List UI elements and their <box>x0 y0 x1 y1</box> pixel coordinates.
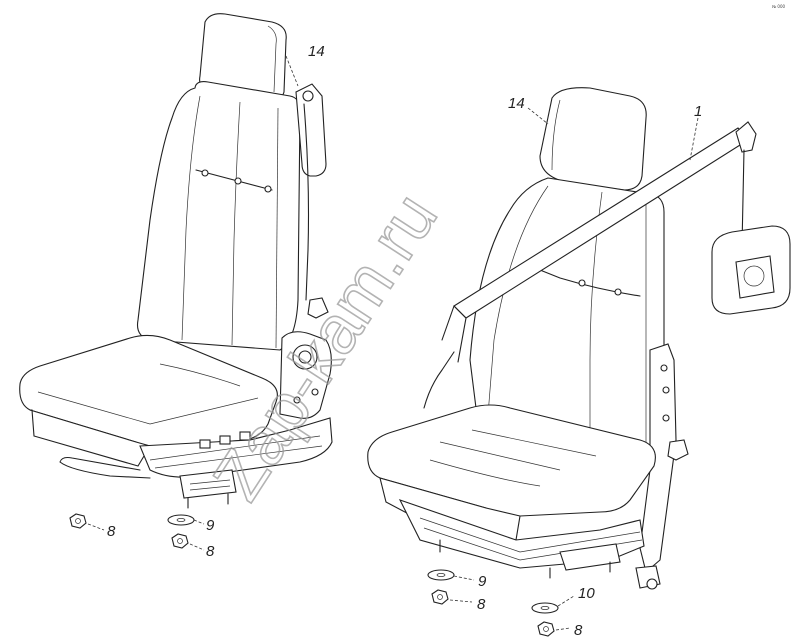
right-backrest <box>469 177 665 471</box>
left-nut-8a <box>69 513 87 529</box>
right-nut-8b <box>537 621 555 637</box>
right-washer-10 <box>531 602 559 614</box>
callout-left-9: 9 <box>206 517 215 534</box>
left-belt-bracket <box>295 83 327 177</box>
callout-right-8b: 8 <box>574 622 583 639</box>
left-base-slot-3 <box>239 431 251 441</box>
left-nut-8b <box>171 533 189 549</box>
left-side-mechanism <box>279 331 332 419</box>
left-cushion-edge <box>37 391 259 425</box>
left-backrest-strap <box>195 169 273 191</box>
right-strap-clip-1 <box>578 279 586 287</box>
left-bolt-2 <box>311 388 319 396</box>
right-plate-bolt-2 <box>662 386 670 394</box>
left-mount-studs <box>187 493 229 509</box>
leader-right-10 <box>557 595 575 607</box>
leader-left-8a <box>87 523 105 531</box>
left-strap-clip-3 <box>264 185 272 193</box>
left-base-ribs <box>149 435 323 469</box>
callout-right-14: 14 <box>508 95 525 112</box>
right-belt-tongue <box>423 351 455 409</box>
right-recline-knob <box>667 439 689 461</box>
right-washer-9 <box>427 569 455 581</box>
left-hinge-inner <box>298 350 312 364</box>
right-foot-roller <box>646 578 658 590</box>
right-side-plate <box>639 343 677 573</box>
right-seat <box>367 87 791 590</box>
right-retractor-spool <box>743 265 765 287</box>
right-bottom-mount <box>559 543 621 571</box>
callout-left-8a: 8 <box>107 523 116 540</box>
right-nut-8a <box>431 589 449 605</box>
left-backrest-seam-left <box>181 95 201 341</box>
left-cushion-seam <box>159 363 241 387</box>
left-base-slot-2 <box>219 435 231 445</box>
callout-right-1: 1 <box>694 103 702 120</box>
right-belt-lower <box>441 305 467 363</box>
leader-right-1 <box>689 117 699 161</box>
right-strap-clip-2 <box>614 288 622 296</box>
left-recline-knob <box>307 297 329 319</box>
right-cushion-seams <box>429 429 597 487</box>
right-headrest-side <box>551 99 561 171</box>
left-backrest-seam-mid <box>231 101 241 346</box>
callout-right-10: 10 <box>578 585 595 602</box>
left-backrest <box>136 81 301 351</box>
left-backrest-seam-right <box>275 107 279 349</box>
left-seat <box>19 13 333 509</box>
callout-left-14: 14 <box>308 43 325 60</box>
right-mount-studs <box>439 539 611 579</box>
leader-left-9 <box>193 519 205 525</box>
right-backrest-seam-left <box>485 185 549 441</box>
leader-right-8a <box>449 599 473 603</box>
left-strap-clip-2 <box>234 177 242 185</box>
left-adjust-bar <box>59 456 151 479</box>
right-plate-bolt-3 <box>662 414 670 422</box>
corner-code: № 000 <box>772 4 786 9</box>
left-mount-ribs <box>189 479 231 491</box>
left-bottom-mount <box>179 469 237 499</box>
left-headrest-side <box>267 25 277 93</box>
right-plate-bolt-1 <box>660 364 668 372</box>
leader-right-14 <box>527 107 549 125</box>
left-strap-clip-1 <box>201 169 209 177</box>
callout-right-9: 9 <box>478 573 487 590</box>
leader-right-9 <box>453 575 475 581</box>
right-fasteners <box>427 107 699 637</box>
left-belt-anchor <box>302 90 314 102</box>
callout-left-8b: 8 <box>206 543 215 560</box>
right-upper-anchor <box>735 121 757 153</box>
right-retractor-housing <box>735 255 775 299</box>
right-headrest <box>539 87 647 191</box>
left-bolt-1 <box>293 396 301 404</box>
left-base-slot-1 <box>199 439 211 449</box>
left-washer-9 <box>167 514 195 526</box>
callout-right-8a: 8 <box>477 596 486 613</box>
leader-right-8b <box>555 627 571 631</box>
leader-left-8b <box>189 543 205 551</box>
left-belt-strip <box>303 103 310 301</box>
right-backrest-strap <box>539 269 641 297</box>
left-fasteners <box>69 55 299 551</box>
leader-left-14 <box>285 55 299 87</box>
